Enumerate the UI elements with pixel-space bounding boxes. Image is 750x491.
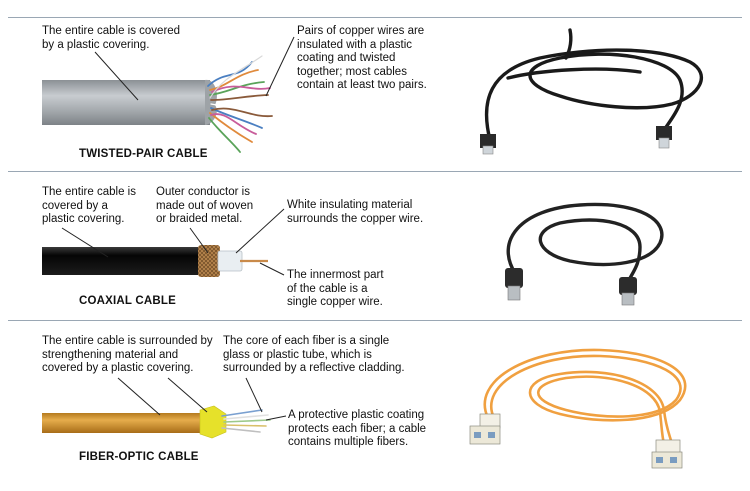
fiber-patch-cable-photo bbox=[0, 320, 750, 491]
fiber-optic-section: The entire cable is surrounded by streng… bbox=[0, 320, 750, 491]
coaxial-section: The entire cable is covered by a plastic… bbox=[0, 171, 750, 320]
bnc-cable-photo bbox=[0, 171, 750, 320]
ethernet-cable-photo bbox=[0, 0, 750, 171]
twisted-pair-section: The entire cable is covered by a plastic… bbox=[0, 0, 750, 171]
